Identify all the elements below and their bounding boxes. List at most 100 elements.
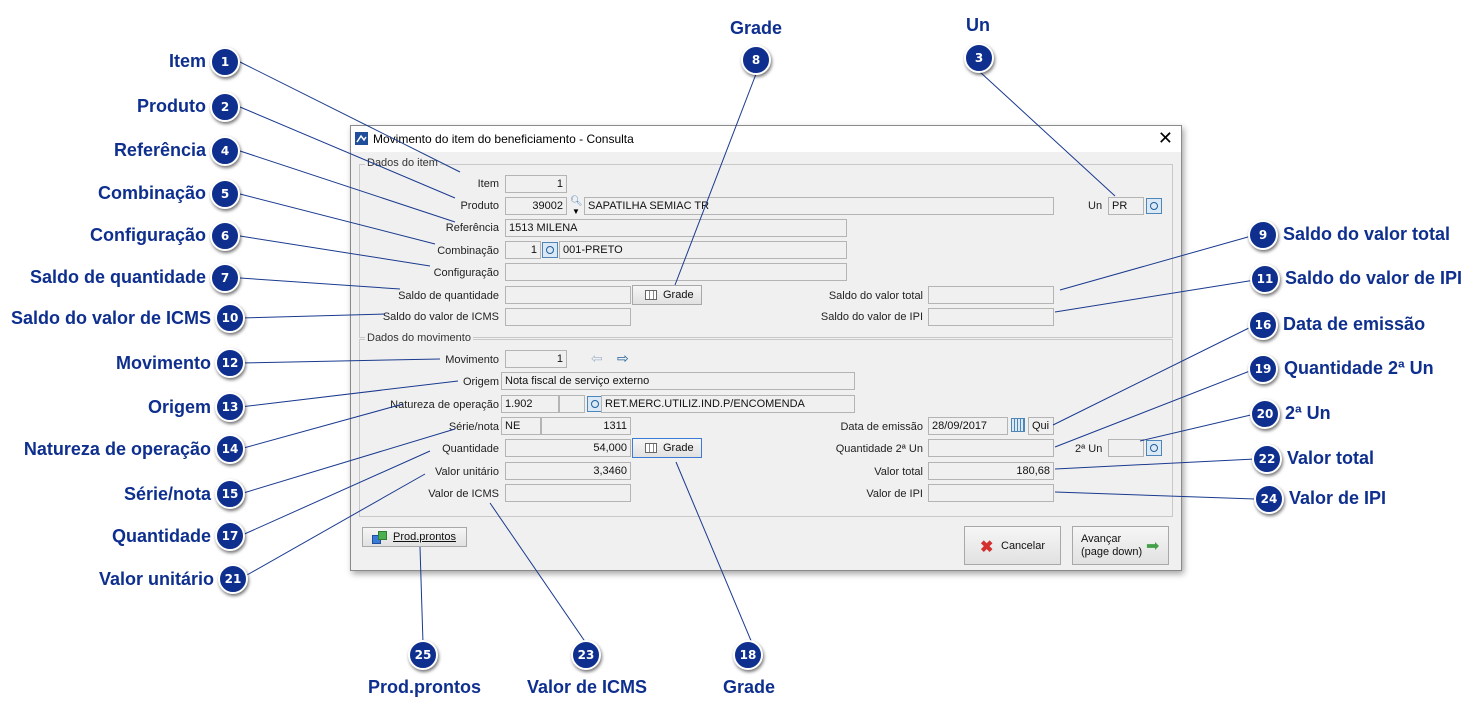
grade-icon xyxy=(645,443,657,453)
saldo-valor-ipi-label: Saldo do valor de IPI xyxy=(820,311,923,323)
combinacao-lookup-icon[interactable] xyxy=(542,242,558,258)
annotation-badge-19: 19 xyxy=(1248,354,1278,384)
un-field[interactable]: PR xyxy=(1108,197,1144,215)
segunda-un-lookup-icon[interactable] xyxy=(1146,440,1162,456)
configuracao-label: Configuração xyxy=(433,267,499,279)
saldo-quantidade-label: Saldo de quantidade xyxy=(398,290,499,302)
saldo-quantidade-field[interactable] xyxy=(505,286,631,304)
grade-button-movement-label: Grade xyxy=(663,442,694,454)
annotation-label-19: Quantidade 2ª Un xyxy=(1284,358,1434,378)
dialog-window: Movimento do item do beneficiamento - Co… xyxy=(350,125,1182,571)
natureza-code-field[interactable]: 1.902 xyxy=(501,395,559,413)
avancar-label-line1: Avançar xyxy=(1081,533,1122,545)
annotation-label-24: Valor de IPI xyxy=(1289,488,1387,508)
serie-field[interactable]: NE xyxy=(501,417,541,435)
saldo-valor-total-field[interactable] xyxy=(928,286,1054,304)
data-emissao-field[interactable]: 28/09/2017 xyxy=(928,417,1008,435)
annotation-label-16: Data de emissão xyxy=(1283,314,1426,334)
origem-field[interactable]: Nota fiscal de serviço externo xyxy=(501,372,855,390)
annotation-badge-1: 1 xyxy=(210,47,240,77)
annotation-label-4: Referência xyxy=(113,140,206,160)
produto-code-field[interactable]: 39002 xyxy=(505,197,567,215)
combinacao-code-field[interactable]: 1 xyxy=(505,241,541,259)
annotation-badge-9: 9 xyxy=(1248,220,1278,250)
annotation-label-5: Combinação xyxy=(97,183,206,203)
prod-prontos-button[interactable]: Prod.prontos xyxy=(362,527,467,547)
un-lookup-icon[interactable] xyxy=(1146,198,1162,214)
boxes-icon xyxy=(372,531,387,544)
next-arrow-icon[interactable]: ⇨ xyxy=(617,350,629,366)
quantidade-2un-label: Quantidade 2ª Un xyxy=(835,443,923,455)
saldo-valor-ipi-field[interactable] xyxy=(928,308,1054,326)
data-emissao-label: Data de emissão xyxy=(840,421,923,433)
produto-label: Produto xyxy=(460,200,499,212)
annotation-label-18: Grade xyxy=(723,677,776,697)
grade-button-movement[interactable]: Grade xyxy=(632,438,702,458)
item-data-legend: Dados do item xyxy=(365,157,440,169)
forward-arrow-icon: ➡ xyxy=(1146,538,1160,555)
referencia-field[interactable]: 1513 MILENA xyxy=(505,219,847,237)
cancelar-label: Cancelar xyxy=(1001,540,1046,552)
movimento-label: Movimento xyxy=(445,354,499,366)
cancel-x-icon: ✖ xyxy=(980,539,994,556)
annotation-badge-10: 10 xyxy=(215,303,245,333)
annotation-badge-22: 22 xyxy=(1252,444,1282,474)
valor-unitario-field[interactable]: 3,3460 xyxy=(505,462,631,480)
annotation-label-3: Un xyxy=(966,15,990,35)
valor-ipi-field[interactable] xyxy=(928,484,1054,502)
natureza-description-field[interactable]: RET.MERC.UTILIZ.IND.P/ENCOMENDA xyxy=(601,395,855,413)
annotation-label-15: Série/nota xyxy=(123,484,211,504)
previous-arrow-icon[interactable]: ⇦ xyxy=(591,350,603,366)
serie-nota-label: Série/nota xyxy=(448,421,499,433)
annotation-badge-16: 16 xyxy=(1248,310,1278,340)
configuracao-field[interactable] xyxy=(505,263,847,281)
grade-button-item[interactable]: Grade xyxy=(632,285,702,305)
valor-icms-label: Valor de ICMS xyxy=(428,488,499,500)
annotation-label-21: Valor unitário xyxy=(98,569,214,589)
annotation-label-12: Movimento xyxy=(115,353,211,373)
annotation-badge-15: 15 xyxy=(215,479,245,509)
close-icon[interactable]: ✕ xyxy=(1157,128,1173,148)
segunda-un-label: 2ª Un xyxy=(1075,443,1103,455)
annotation-label-17: Quantidade xyxy=(111,526,211,546)
saldo-valor-icms-field[interactable] xyxy=(505,308,631,326)
valor-total-field[interactable]: 180,68 xyxy=(928,462,1054,480)
segunda-un-field[interactable] xyxy=(1108,439,1144,457)
valor-unitario-label: Valor unitário xyxy=(435,466,499,478)
annotation-badge-24: 24 xyxy=(1254,484,1284,514)
annotation-label-11: Saldo do valor de IPI xyxy=(1285,268,1463,288)
annotation-badge-7: 7 xyxy=(210,263,240,293)
annotation-badge-14: 14 xyxy=(215,434,245,464)
origem-label: Origem xyxy=(462,376,499,388)
annotation-badge-23: 23 xyxy=(571,640,601,670)
quantidade-field[interactable]: 54,000 xyxy=(505,439,631,457)
combinacao-description-field[interactable]: 001-PRETO xyxy=(559,241,847,259)
combinacao-label: Combinação xyxy=(437,245,499,257)
cancelar-button[interactable]: ✖ Cancelar xyxy=(964,526,1061,565)
movimento-field[interactable]: 1 xyxy=(505,350,567,368)
annotation-label-9: Saldo do valor total xyxy=(1283,224,1451,244)
grade-button-item-label: Grade xyxy=(663,289,694,301)
movement-data-legend: Dados do movimento xyxy=(365,332,473,344)
avancar-button[interactable]: Avançar (page down) ➡ xyxy=(1072,526,1169,565)
quantidade-label: Quantidade xyxy=(442,443,499,455)
nota-field[interactable]: 1311 xyxy=(541,417,631,435)
valor-icms-field[interactable] xyxy=(505,484,631,502)
annotation-badge-20: 20 xyxy=(1250,399,1280,429)
annotation-label-2: Produto xyxy=(137,96,206,116)
weekday-field: Qui xyxy=(1028,417,1054,435)
natureza-extra-field[interactable] xyxy=(559,395,585,413)
annotation-badge-6: 6 xyxy=(210,221,240,251)
un-label: Un xyxy=(1088,200,1103,212)
app-icon xyxy=(355,132,368,145)
quantidade-2un-field[interactable] xyxy=(928,439,1054,457)
annotation-badge-3: 3 xyxy=(964,43,994,73)
valor-total-label: Valor total xyxy=(874,466,923,478)
item-field[interactable]: 1 xyxy=(505,175,567,193)
produto-description-field[interactable]: SAPATILHA SEMIAC TR xyxy=(584,197,1054,215)
annotation-label-8: Grade xyxy=(730,18,783,38)
calendar-icon[interactable] xyxy=(1011,418,1025,432)
produto-search-icon[interactable]: 🔍︎ xyxy=(570,196,583,207)
produto-dropdown-icon[interactable]: ▼ xyxy=(572,207,580,216)
grade-icon xyxy=(645,290,657,300)
